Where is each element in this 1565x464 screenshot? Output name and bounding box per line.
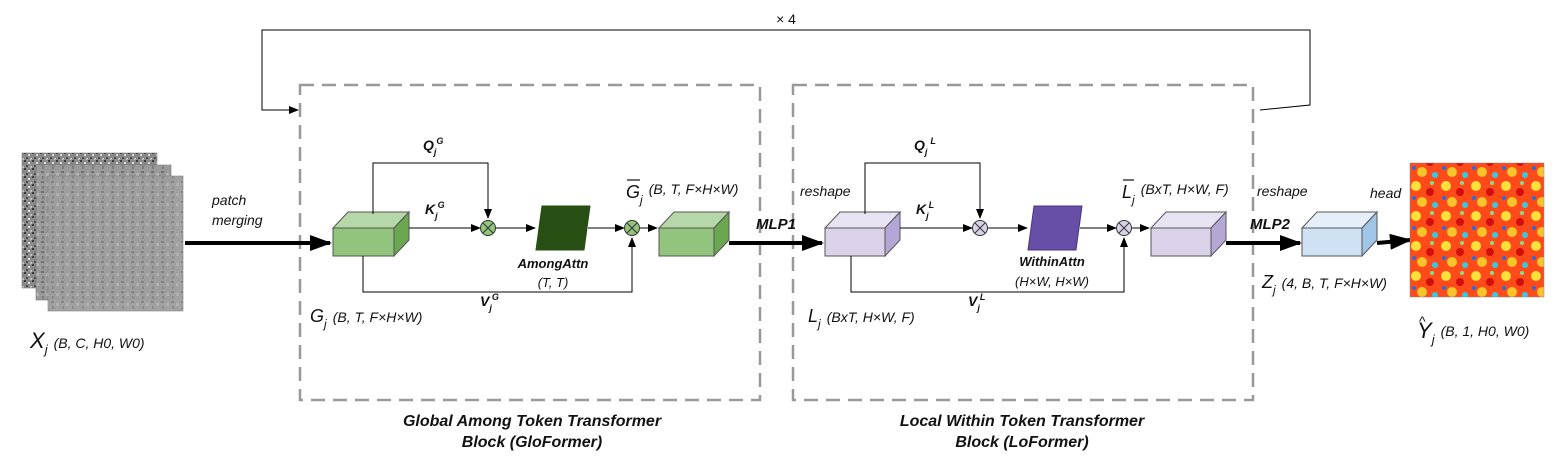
k-l-label: KjL	[916, 200, 934, 221]
within-attn-dims: (H×W, H×W)	[1015, 274, 1089, 289]
output-label: Yj(B, 1, H0, W0) ^	[1417, 313, 1529, 347]
loformer-title-line2: Block (LoFormer)	[955, 434, 1088, 451]
loformer-title-line1: Local Within Token Transformer	[900, 413, 1145, 430]
g-output-label: Gj(B, T, F×H×W)	[626, 179, 738, 207]
head-label: head	[1370, 185, 1402, 201]
k-g-label: KjG	[425, 200, 445, 221]
gloformer-title-line1: Global Among Token Transformer	[403, 413, 662, 430]
l-output-label: Lj(BxT, H×W, F)	[1122, 179, 1229, 207]
within-attn-block	[1027, 205, 1083, 251]
v-g-label: VjG	[480, 292, 499, 313]
q-l-path	[864, 162, 984, 219]
reshape-label-2: reshape	[1257, 183, 1308, 199]
reshape-label-1: reshape	[800, 183, 851, 199]
l-output-cube	[1149, 210, 1228, 258]
mlp1-label: MLP1	[756, 216, 796, 233]
q-l-label: QjL	[914, 136, 936, 157]
within-attn-label: WithinAttn	[1019, 254, 1085, 269]
z-cube	[1300, 210, 1379, 258]
output-heatmap	[1409, 162, 1545, 298]
g-input-label: Gj(B, T, F×H×W)	[310, 306, 422, 331]
input-label: Xj(B, C, H0, W0)	[29, 328, 145, 357]
mlp2-label: MLP2	[1250, 216, 1291, 233]
matmul-node-g1	[480, 220, 496, 236]
v-l-label: VjL	[968, 292, 985, 313]
g-input-cube	[331, 210, 411, 258]
among-attn-label: AmongAttn	[517, 256, 589, 271]
gloformer-title-line2: Block (GloFormer)	[462, 434, 602, 451]
patch-merging-label-line2: merging	[212, 212, 263, 228]
g-output-cube	[657, 210, 731, 258]
z-label: Zj(4, B, T, F×H×W)	[1261, 272, 1387, 297]
head-arrow	[1376, 233, 1412, 250]
l-input-label: Lj(BxT, H×W, F)	[808, 306, 915, 331]
svg-text:Xj(B, C, H0, W0): Xj(B, C, H0, W0)	[29, 328, 145, 357]
matmul-node-g2	[624, 220, 640, 236]
input-image-stack	[21, 152, 184, 312]
among-attn-dims: (T, T)	[538, 275, 569, 290]
svg-text:^: ^	[1419, 313, 1426, 329]
loop-connector: × 4	[261, 11, 1311, 114]
svg-text:Yj(B, 1, H0, W0): Yj(B, 1, H0, W0)	[1417, 318, 1529, 347]
svg-text:Lj(BxT, H×W, F): Lj(BxT, H×W, F)	[1122, 181, 1229, 207]
v-g-path	[362, 237, 636, 293]
patch-merging-label-line1: patch	[211, 192, 246, 208]
svg-text:Gj(B, T, F×H×W): Gj(B, T, F×H×W)	[626, 181, 738, 207]
q-g-label: QjG	[423, 136, 443, 157]
among-attn-block	[535, 205, 591, 251]
q-g-path	[372, 162, 492, 219]
matmul-node-l1	[972, 220, 988, 236]
matmul-node-l2	[1116, 220, 1132, 236]
v-l-path	[850, 237, 1128, 293]
loop-label: × 4	[776, 11, 796, 27]
l-input-cube	[823, 210, 902, 258]
